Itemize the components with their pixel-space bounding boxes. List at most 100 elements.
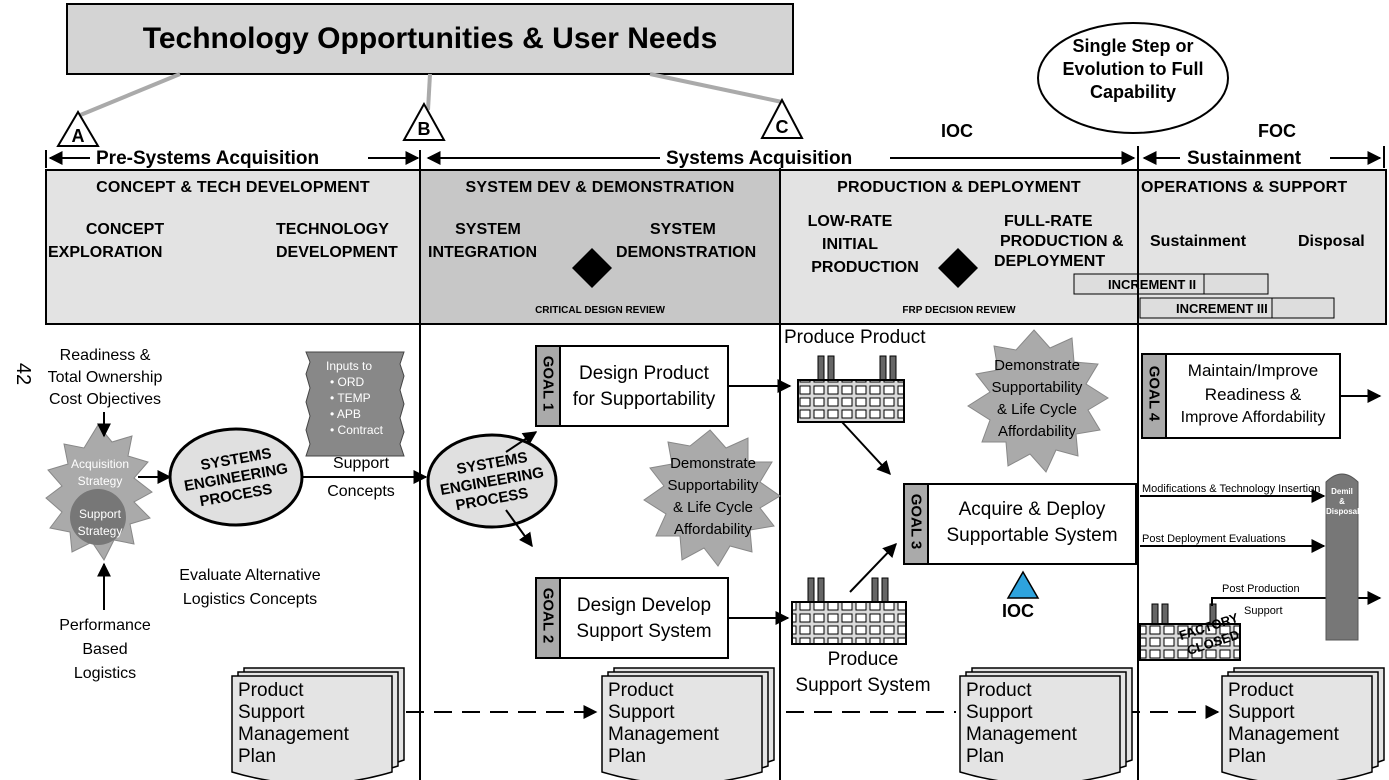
ioc-label: IOC xyxy=(1002,601,1035,621)
ioc-marker: IOC xyxy=(941,121,974,141)
pre-systems-span-label: Pre-Systems Acquisition xyxy=(96,148,320,169)
demo2-line-2: Supportability xyxy=(991,379,1083,396)
demo1-line-1: Demonstrate xyxy=(670,455,756,472)
goal4-tag xyxy=(1141,353,1167,439)
evaluate-line-2: Logistics Concepts xyxy=(182,591,318,608)
goal4-text-line-1: Maintain/Improve xyxy=(1187,361,1319,380)
top-banner-title: Technology Opportunities & User Needs xyxy=(142,22,718,55)
capability-line-2: Evolution to Full xyxy=(1062,59,1204,79)
input-item-apb: • APB xyxy=(330,407,361,421)
technology-development-line-1: TECHNOLOGY xyxy=(276,221,389,238)
phase-concept-box xyxy=(45,169,421,325)
goal1-tag-label: GOAL 1 xyxy=(539,355,557,412)
support-strategy-line-2: Strategy xyxy=(77,524,123,538)
factory-support-icon xyxy=(791,577,907,645)
increment-ii-bar xyxy=(1073,273,1269,295)
sdd-decision-diamond xyxy=(572,248,612,288)
produce-product-label: Produce Product xyxy=(784,327,926,348)
pspm-doc-4 xyxy=(1221,667,1385,780)
goal1-text-line-1: Design Product xyxy=(579,363,709,384)
milestone-a-triangle xyxy=(56,110,100,147)
frp-line-1: FULL-RATE xyxy=(1004,213,1093,230)
critical-design-review: CRITICAL DESIGN REVIEW xyxy=(535,305,665,316)
acquisition-strategy-line-2: Strategy xyxy=(77,474,123,488)
goal4-text-line-2: Readiness & xyxy=(1204,385,1302,404)
milestone-b-triangle xyxy=(402,101,446,141)
demo2-line-4: Affordability xyxy=(997,423,1077,440)
goal2-tag-label: GOAL 2 xyxy=(539,587,557,644)
operations-phase-title: OPERATIONS & SUPPORT xyxy=(1141,179,1348,196)
capability-line-3: Capability xyxy=(1089,82,1177,102)
demo2-line-1: Demonstrate xyxy=(994,357,1080,374)
increment-iii-bar xyxy=(1139,297,1335,319)
production-phase-title: PRODUCTION & DEPLOYMENT xyxy=(837,179,1081,196)
goal3-text-line-2: Supportable System xyxy=(946,525,1118,546)
readiness-line-2: Total Ownership xyxy=(47,369,163,386)
frp-decision-review: FRP DECISION REVIEW xyxy=(902,305,1016,316)
goal1-tag xyxy=(535,345,561,427)
ops-disposal-label: Disposal xyxy=(1298,233,1365,250)
goal4-text-line-3: Improve Affordability xyxy=(1180,409,1326,426)
lrip-line-3: PRODUCTION xyxy=(811,259,919,276)
frp-decision-diamond xyxy=(938,248,978,288)
input-item-contract: • Contract xyxy=(330,423,383,437)
support-concepts-line-2: Concepts xyxy=(327,483,395,500)
demo-starburst-1 xyxy=(643,429,781,567)
capability-line-1: Single Step or xyxy=(1072,36,1194,56)
demil-line-2: & xyxy=(1339,497,1345,506)
goal3-box xyxy=(903,483,1137,565)
support-strategy-core xyxy=(70,489,126,545)
demil-line-3: Disposal xyxy=(1326,507,1360,516)
milestone-b-label: B xyxy=(417,119,431,139)
system-demonstration-line-2: DEMONSTRATION xyxy=(616,244,757,261)
frp-line-2: PRODUCTION & xyxy=(1000,233,1124,250)
sdd-phase-title: SYSTEM DEV & DEMONSTRATION xyxy=(465,179,735,196)
goal1-box xyxy=(535,345,729,427)
input-item-ord: • ORD xyxy=(330,375,365,389)
inputs-scroll xyxy=(305,351,405,457)
lrip-line-1: LOW-RATE xyxy=(807,213,893,230)
ioc-triangle-icon xyxy=(1006,570,1040,599)
system-demonstration-line-1: SYSTEM xyxy=(650,221,716,238)
concept-exploration-line-2: EXPLORATION xyxy=(48,244,163,261)
sustainment-span-label: Sustainment xyxy=(1187,148,1302,169)
acquisition-strategy-line-1: Acquisition xyxy=(70,457,130,471)
demo2-line-3: & Life Cycle xyxy=(996,401,1078,418)
top-banner-box xyxy=(66,3,794,75)
inputs-title: Inputs to xyxy=(326,359,373,373)
goal2-text-line-2: Support System xyxy=(576,621,712,642)
demil-capsule xyxy=(1325,473,1359,641)
frp-line-3: DEPLOYMENT xyxy=(994,253,1106,270)
post-prod-line-2: Support xyxy=(1244,605,1283,617)
demil-line-1: Demil xyxy=(1331,487,1353,496)
capability-oval xyxy=(1037,22,1229,134)
pspm-doc-2 xyxy=(601,667,775,780)
performance-line-3: Logistics xyxy=(73,665,137,682)
post-deploy-label: Post Deployment Evaluations xyxy=(1142,533,1286,545)
demo1-line-4: Affordability xyxy=(673,521,753,538)
systems-span-label: Systems Acquisition xyxy=(666,148,853,169)
support-concepts-line-1: Support xyxy=(332,455,390,472)
goal3-tag-label: GOAL 3 xyxy=(907,493,925,550)
page-number: 42 xyxy=(12,362,35,386)
system-integration-line-1: SYSTEM xyxy=(455,221,521,238)
milestone-c-label: C xyxy=(775,117,789,137)
goal4-tag-label: GOAL 4 xyxy=(1145,365,1163,422)
technology-development-line-2: DEVELOPMENT xyxy=(276,244,398,261)
goal2-text-line-1: Design Develop xyxy=(576,595,712,616)
performance-line-1: Performance xyxy=(59,617,151,634)
increment-iii-label: INCREMENT III xyxy=(1176,301,1268,316)
demo1-line-2: Supportability xyxy=(667,477,759,494)
pspm-doc-3 xyxy=(959,667,1133,780)
phase-sdd-box xyxy=(419,169,781,325)
goal2-tag xyxy=(535,577,561,659)
milestone-c-triangle xyxy=(760,97,804,139)
foc-marker: FOC xyxy=(1258,121,1296,141)
milestone-a-label: A xyxy=(71,126,85,146)
mods-label: Modifications & Technology Insertion xyxy=(1142,483,1321,495)
